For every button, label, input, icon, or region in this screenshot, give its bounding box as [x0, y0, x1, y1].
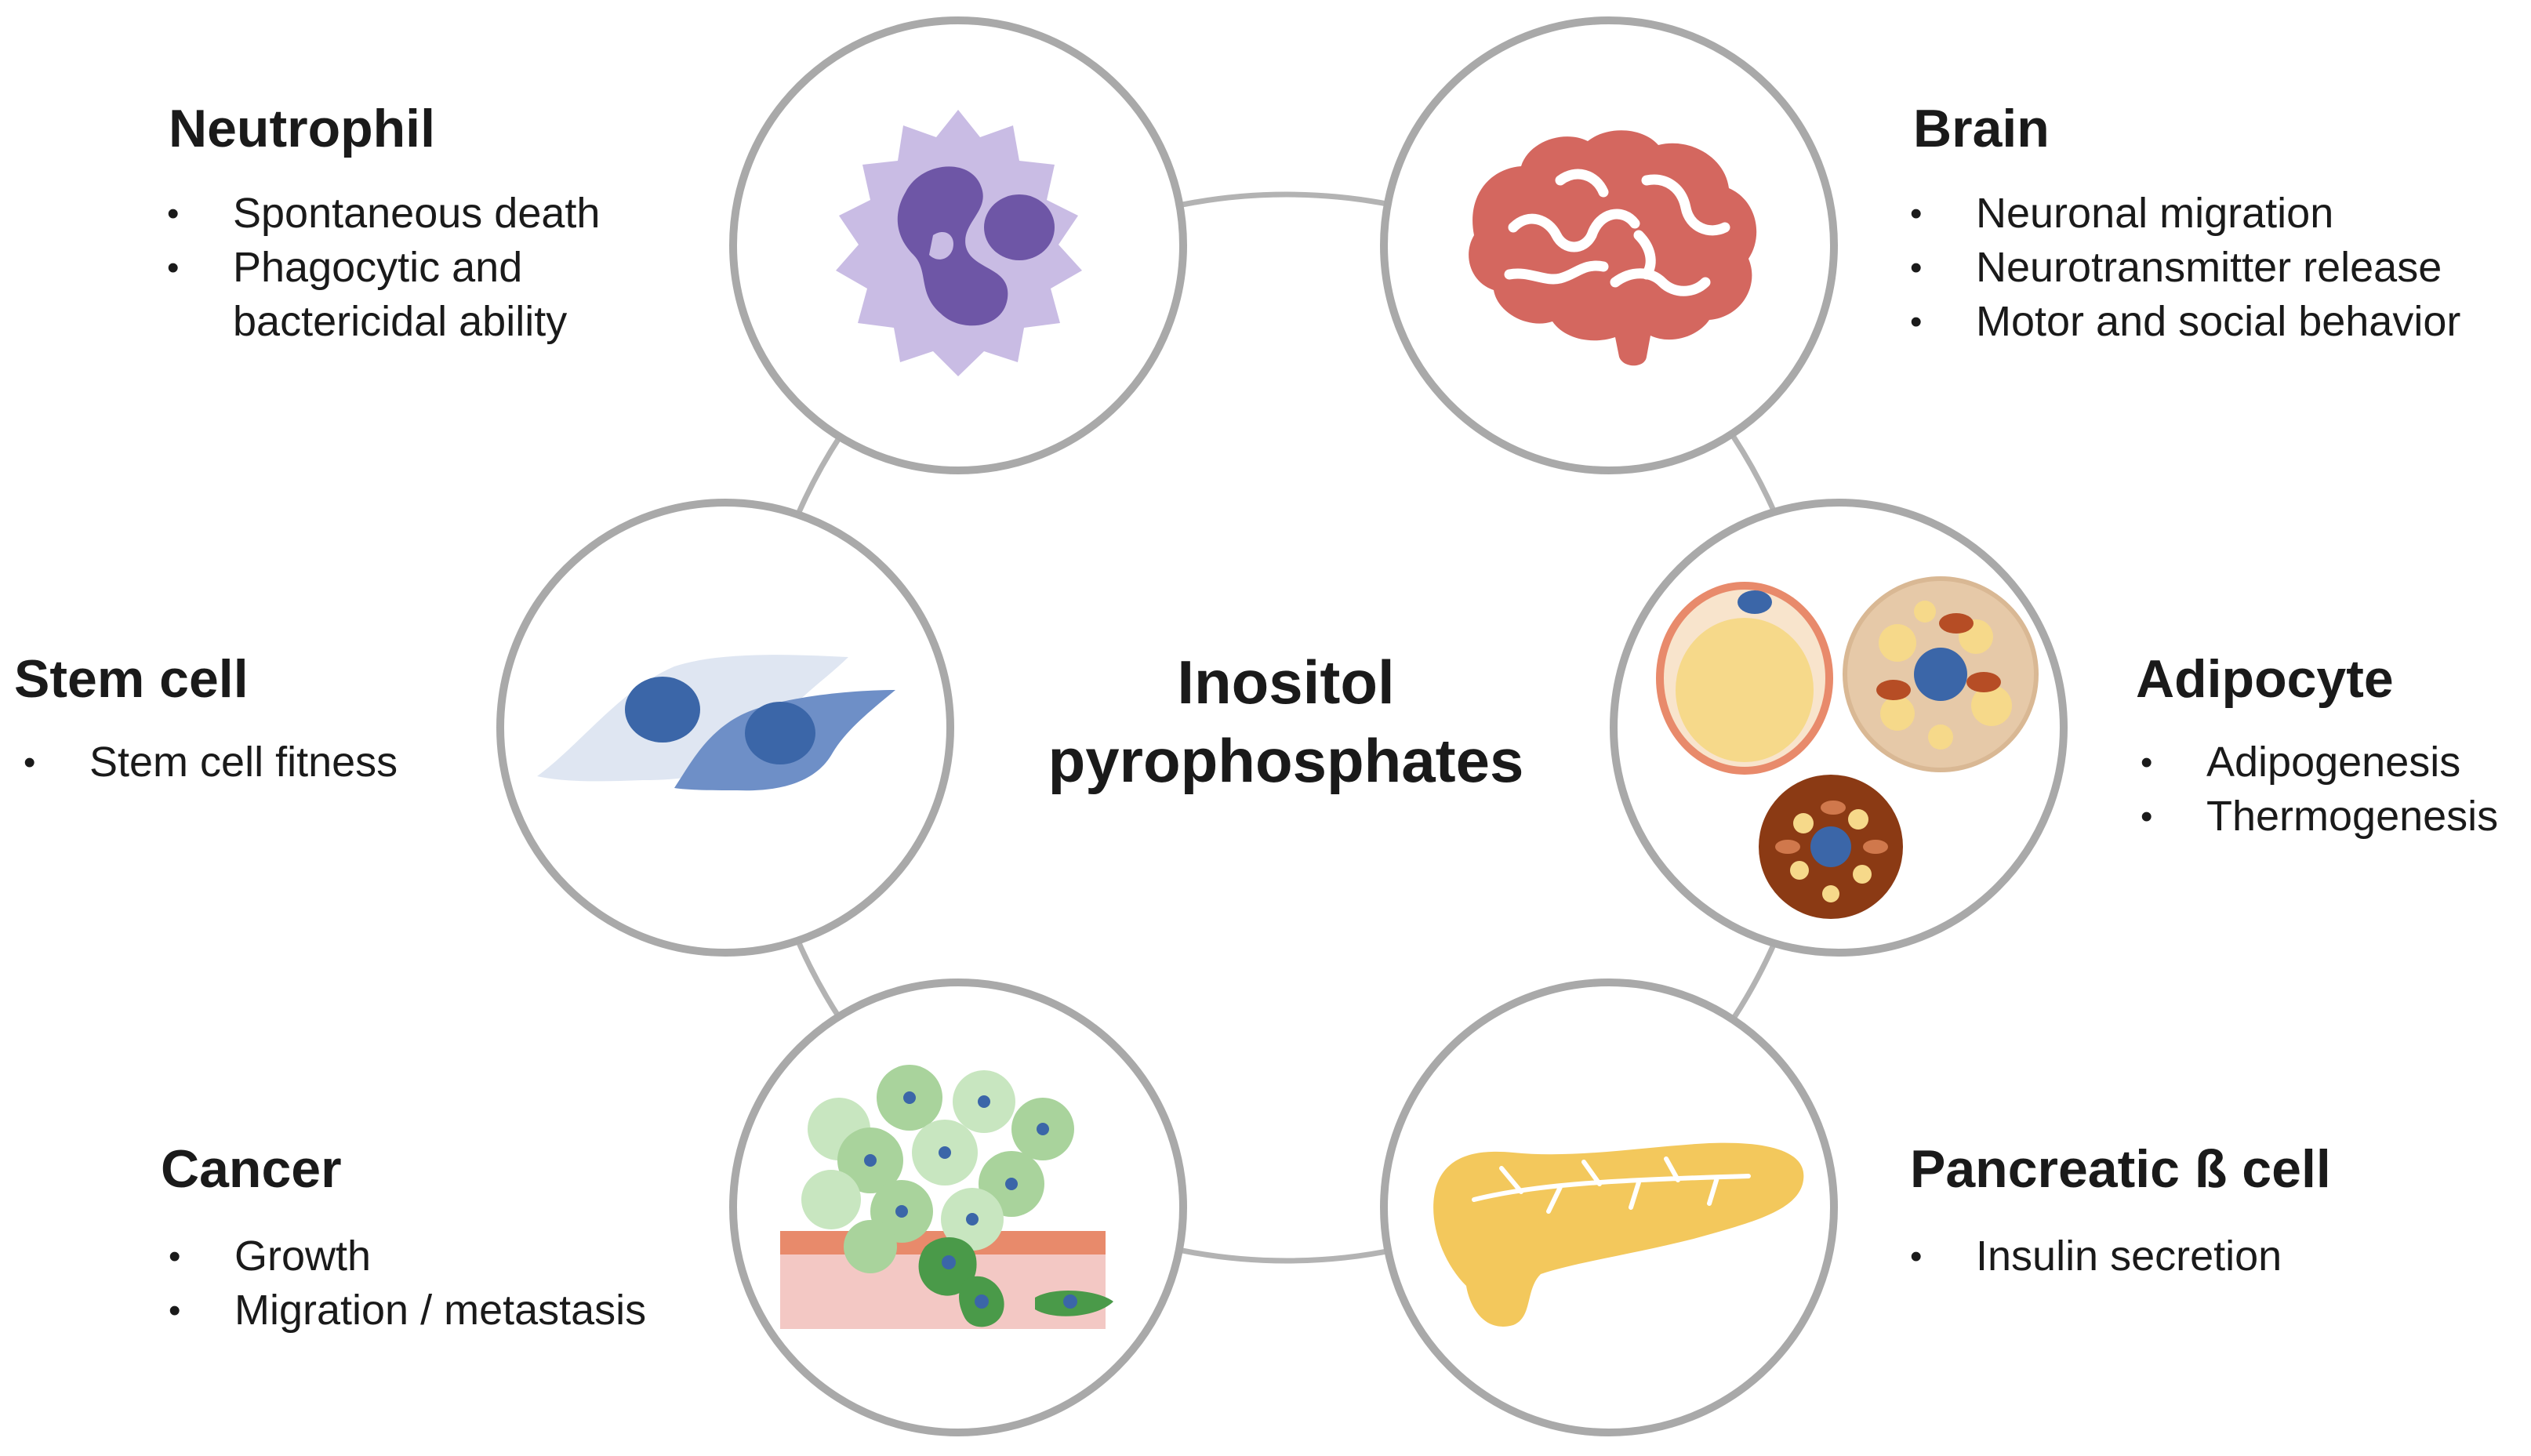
neutrophil-bullets: Spontaneous death Phagocytic and bacteri… — [167, 187, 600, 349]
cancer-title: Cancer — [161, 1139, 342, 1199]
brain-bullet-1: Neuronal migration — [1910, 187, 2460, 241]
neutrophil-icon — [836, 110, 1082, 376]
cancer-bullet-2: Migration / metastasis — [169, 1284, 646, 1338]
brain-bullet-3: Motor and social behavior — [1910, 295, 2460, 349]
stem-cell-title: Stem cell — [14, 649, 249, 709]
stem-cell-bullet-1: Stem cell fitness — [24, 735, 398, 790]
brain-icon — [1469, 130, 1757, 366]
cancer-bullets: Growth Migration / metastasis — [169, 1229, 646, 1338]
pancreas-title: Pancreatic ß cell — [1910, 1139, 2331, 1199]
cancer-bullet-1: Growth — [169, 1229, 646, 1284]
cancer-node — [729, 979, 1187, 1436]
cancer-icon — [780, 1065, 1113, 1329]
adipocyte-bullet-2: Thermogenesis — [2141, 790, 2498, 844]
center-label-line1: Inositol — [1177, 648, 1395, 717]
neutrophil-node — [729, 16, 1187, 474]
stem-cell-bullets: Stem cell fitness — [24, 735, 398, 790]
stem-cell-icon — [537, 655, 895, 791]
pancreas-bullets: Insulin secretion — [1910, 1229, 2282, 1284]
neutrophil-title: Neutrophil — [169, 99, 435, 158]
pancreas-icon — [1433, 1142, 1804, 1327]
neutrophil-bullet-2: Phagocytic and — [167, 241, 600, 295]
neutrophil-bullet-3: bactericidal ability — [233, 298, 568, 345]
stem-cell-node — [496, 499, 954, 957]
pancreas-bullet-1: Insulin secretion — [1910, 1229, 2282, 1284]
brain-title: Brain — [1913, 99, 2050, 158]
brain-node — [1380, 16, 1838, 474]
adipocyte-bullet-1: Adipogenesis — [2141, 735, 2498, 790]
adipocyte-bullets: Adipogenesis Thermogenesis — [2141, 735, 2498, 844]
adipocyte-title: Adipocyte — [2136, 649, 2394, 709]
brain-bullet-2: Neurotransmitter release — [1910, 241, 2460, 295]
center-label-line2: pyrophosphates — [1048, 726, 1524, 795]
brain-bullets: Neuronal migration Neurotransmitter rele… — [1910, 187, 2460, 349]
center-label: Inositol pyrophosphates — [988, 643, 1584, 800]
adipocyte-icon — [1656, 576, 2039, 919]
adipocyte-node — [1610, 499, 2068, 957]
neutrophil-bullet-1: Spontaneous death — [167, 187, 600, 241]
pancreas-node — [1380, 979, 1838, 1436]
